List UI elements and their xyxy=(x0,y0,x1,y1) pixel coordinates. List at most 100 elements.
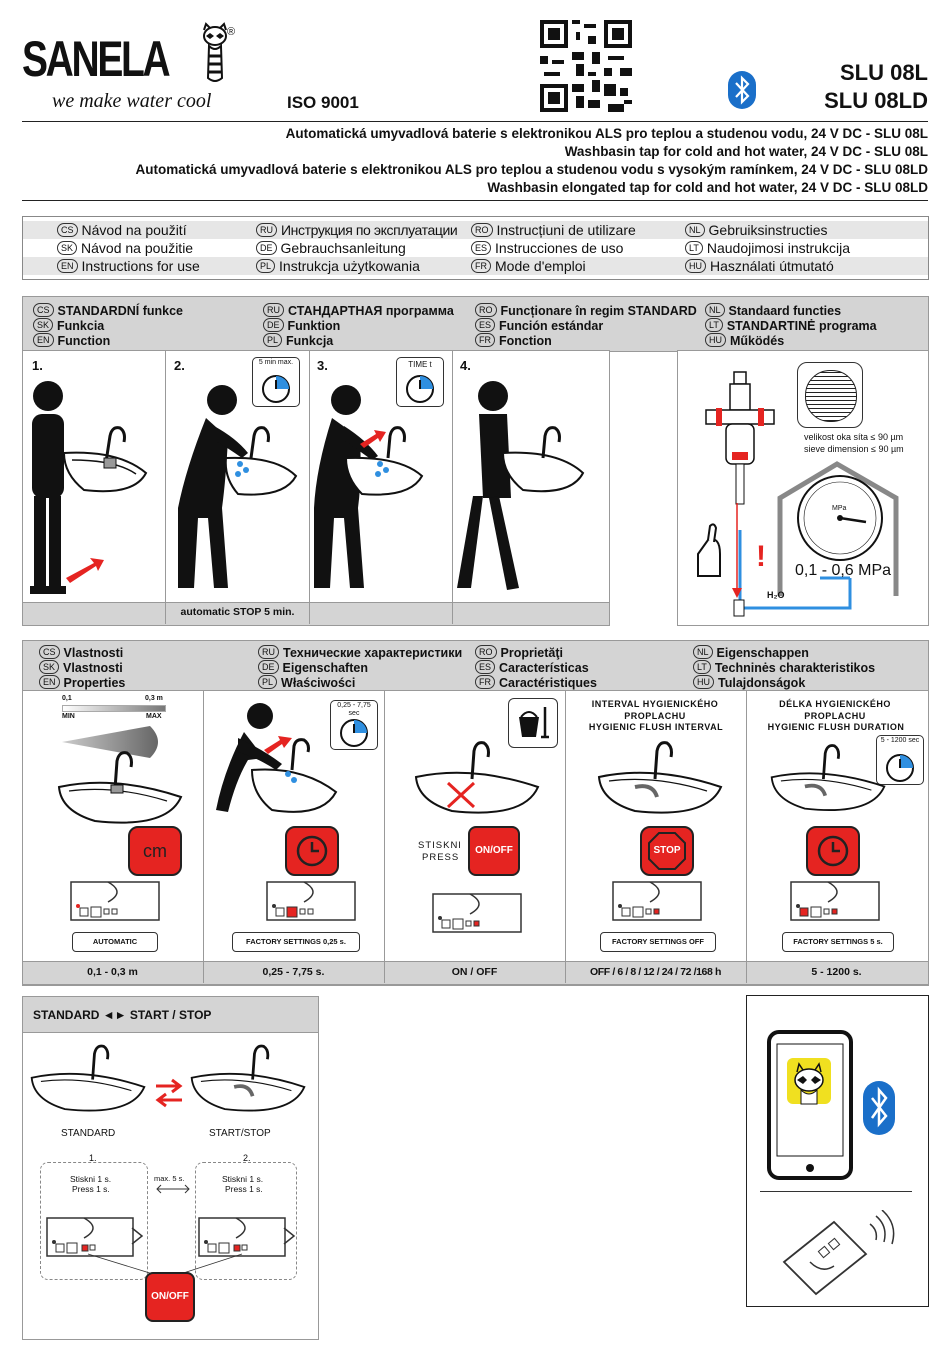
control-unit-icon xyxy=(46,1217,144,1257)
raccoon-logo-icon xyxy=(203,22,227,82)
person-approaching-illustration xyxy=(30,381,148,594)
press-label-cs: STISKNI xyxy=(418,840,462,851)
duration-title-en: HYGIENIC FLUSH DURATION xyxy=(767,722,905,732)
press-label-en: PRESS xyxy=(422,852,460,863)
logo: SANELA we make water cool ® xyxy=(22,22,242,117)
sensor-beam-icon xyxy=(62,726,158,758)
header-divider xyxy=(22,121,928,122)
factory-settings-duration-button[interactable]: FACTORY SETTINGS 5 s. xyxy=(782,932,894,952)
auto-stop-label: automatic STOP 5 min. xyxy=(180,606,295,618)
remote-control-icon xyxy=(782,1210,895,1296)
automatic-button[interactable]: AUTOMATIC xyxy=(72,932,158,952)
footer-value: OFF / 6 / 8 / 12 / 24 / 72 /168 h xyxy=(590,966,721,978)
range-max-label: MAX xyxy=(146,713,162,720)
mode-header: STANDARD ◄► START / STOP xyxy=(22,996,319,1033)
water-label: H₂O xyxy=(767,590,785,600)
title-line: Automatická umyvadlová baterie s elektro… xyxy=(135,162,928,177)
panel-divider xyxy=(760,1191,912,1192)
delay-timer-icon: 0,25 - 7,75 sec xyxy=(330,700,378,750)
title-divider xyxy=(22,200,928,201)
person-washing-hands-illustration xyxy=(178,385,298,588)
range-min-label: MIN xyxy=(62,713,75,720)
gauge-unit: MPa xyxy=(832,505,847,512)
press-en-2: Press 1 s. xyxy=(225,1184,263,1194)
interval-title-en: HYGIENIC FLUSH INTERVAL xyxy=(588,722,724,732)
step-1-box xyxy=(40,1162,148,1280)
smartphone-icon xyxy=(767,1030,853,1180)
control-unit-icon xyxy=(790,881,880,921)
duration-title-cs: DÉLKA HYGIENICKÉHO PROPLACHU xyxy=(779,699,891,721)
warning-mark: ! xyxy=(756,540,766,573)
mode-onoff-button[interactable]: ON/OFF xyxy=(145,1272,195,1322)
model-1: SLU 08L xyxy=(839,60,928,85)
basin-illustration xyxy=(597,741,723,814)
brand-name: SANELA xyxy=(22,31,171,87)
model-2: SLU 08LD xyxy=(824,88,928,113)
basin-illustration xyxy=(57,751,183,824)
title-line: Washbasin tap for cold and hot water, 24… xyxy=(564,144,928,159)
step-number: 3. xyxy=(317,358,328,373)
step-number: 2. xyxy=(174,358,185,373)
filter-valve-illustration xyxy=(705,371,775,505)
footer-value: ON / OFF xyxy=(451,966,498,978)
mode-step-1: 1. xyxy=(89,1153,97,1163)
tagline: we make water cool xyxy=(52,90,212,112)
control-unit-icon xyxy=(266,881,356,921)
double-arrow-icon xyxy=(156,1184,190,1194)
bluetooth-app-icon xyxy=(863,1081,895,1135)
house-pressure-illustration xyxy=(697,461,899,617)
mode-step-2: 2. xyxy=(243,1153,251,1163)
press-cs-2: Stiskni 1 s. xyxy=(222,1174,264,1184)
sieve-text-en: sieve dimension ≤ 90 µm xyxy=(804,444,904,454)
range-bar xyxy=(62,705,166,712)
control-unit-icon xyxy=(432,893,522,933)
factory-settings-delay-button[interactable]: FACTORY SETTINGS 0,25 s. xyxy=(232,932,360,952)
step-number: 4. xyxy=(460,358,471,373)
pressure-range: 0,1 - 0,6 MPa xyxy=(795,562,892,579)
startstop-label: START/STOP xyxy=(209,1128,271,1139)
factory-settings-interval-button[interactable]: FACTORY SETTINGS OFF xyxy=(600,932,716,952)
properties-footer xyxy=(22,961,929,985)
interval-title-cs: INTERVAL HYGIENICKÉHO PROPLACHU xyxy=(591,699,719,721)
basin-startstop-illustration xyxy=(190,1044,306,1112)
range-min-value: 0,1 xyxy=(62,695,72,702)
title-line: Washbasin elongated tap for cold and hot… xyxy=(487,180,928,195)
title-line: Automatická umyvadlová baterie s elektro… xyxy=(285,126,928,141)
basin-standard-illustration xyxy=(30,1044,146,1112)
footer-value: 0,1 - 0,3 m xyxy=(87,966,138,978)
max-time-label: max. 5 s. xyxy=(154,1174,185,1183)
standard-label: STANDARD xyxy=(61,1128,116,1139)
bluetooth-icon xyxy=(728,71,756,109)
onoff-button[interactable]: ON/OFF xyxy=(468,826,520,876)
press-en-1: Press 1 s. xyxy=(72,1184,110,1194)
